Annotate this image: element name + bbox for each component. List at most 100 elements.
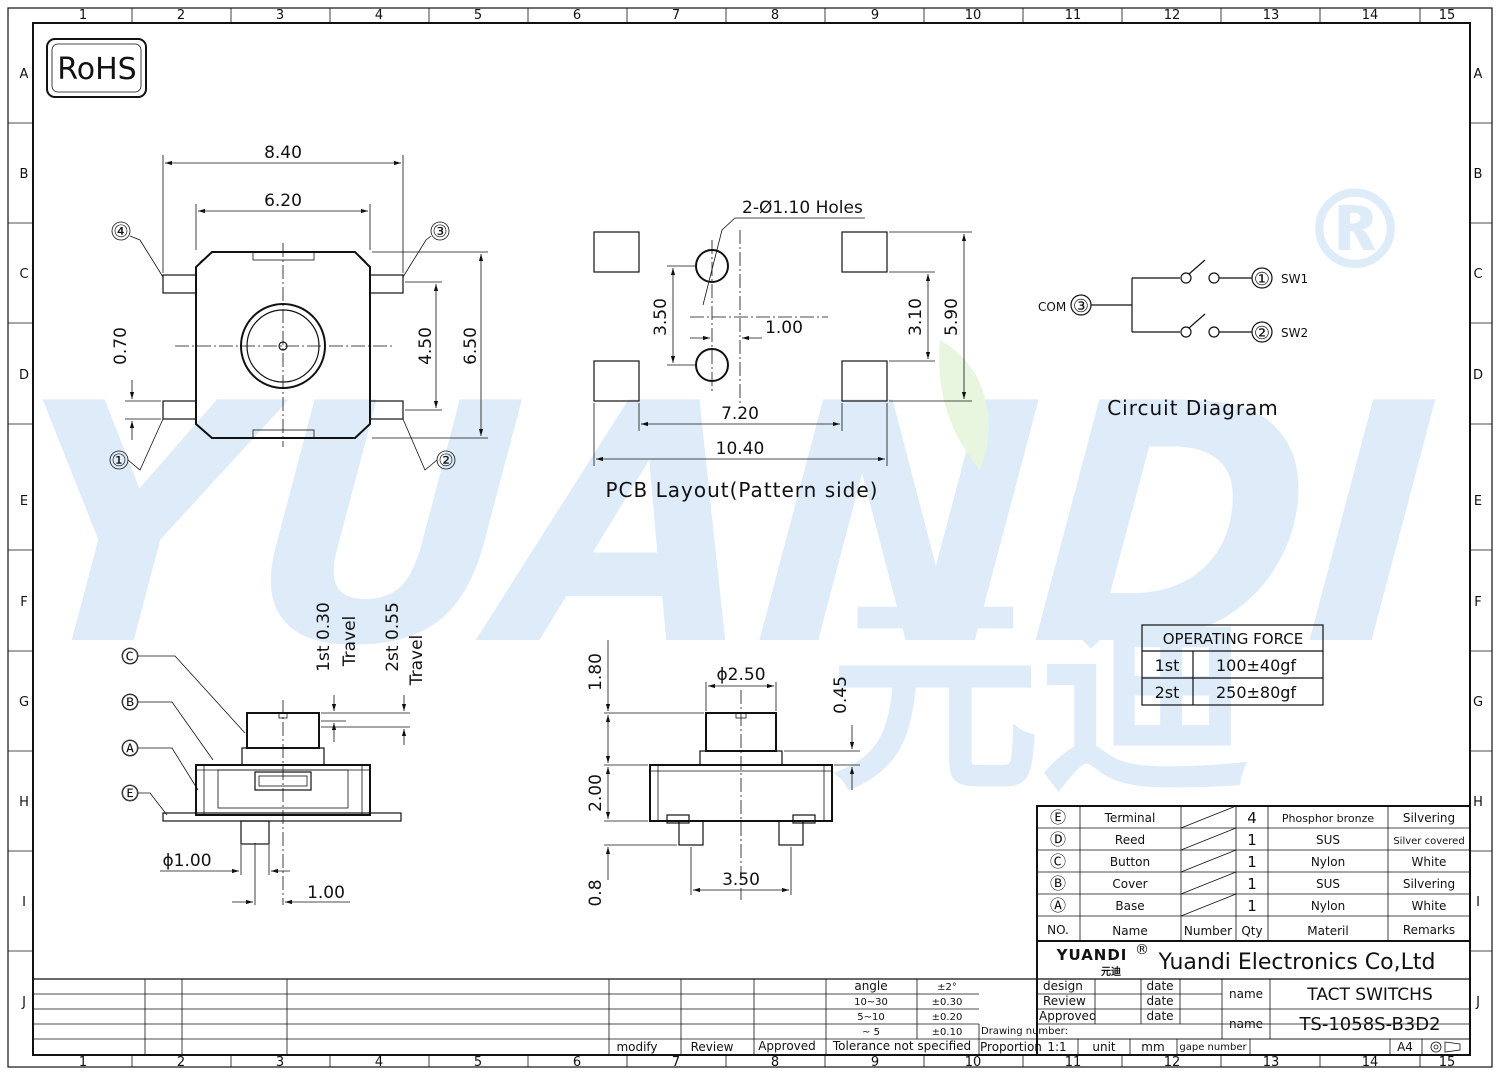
bom-row-name: Cover — [1112, 877, 1147, 891]
dim-pcb-pad-span: 5.90 — [942, 298, 962, 336]
zone-row-left: H — [19, 795, 29, 810]
zone-col-bottom: 1 — [79, 1055, 87, 1070]
force-stage-2: 2st — [1155, 683, 1180, 702]
zone-row-left: C — [19, 267, 28, 282]
title-unit-label: unit — [1092, 1040, 1116, 1054]
pin-callout-3: ③ — [432, 222, 447, 242]
circuit-sw2-label: SW2 — [1281, 326, 1308, 340]
bom-row-name: Terminal — [1104, 811, 1156, 825]
title-name-value-2: TS-1058S-B3D2 — [1298, 1014, 1440, 1035]
callout-b: Ⓑ — [122, 693, 138, 712]
title-name-value-1: TACT SWITCHS — [1306, 985, 1433, 1005]
projection-symbol-icon — [1430, 1041, 1461, 1053]
zone-col-top: 14 — [1362, 8, 1379, 23]
zone-col-bottom: 2 — [177, 1055, 185, 1070]
zone-col-top: 1 — [79, 8, 87, 23]
zone-col-bottom: 8 — [771, 1055, 779, 1070]
bom-row-material: SUS — [1316, 877, 1340, 891]
bom-row-remarks: Silvering — [1403, 811, 1455, 825]
dim-front-pin-pitch: 3.50 — [722, 870, 760, 890]
zone-col-bottom: 13 — [1263, 1055, 1280, 1070]
bom-header-number: Number — [1184, 924, 1232, 938]
zone-row-right: E — [1474, 494, 1482, 509]
dim-front-button-h: 1.80 — [586, 653, 606, 691]
zone-row-left: D — [19, 368, 29, 383]
title-unit-value: mm — [1141, 1040, 1164, 1054]
callout-e: Ⓔ — [122, 784, 138, 803]
tolerance-range: 5~10 — [857, 1012, 884, 1023]
zone-col-bottom: 9 — [871, 1055, 879, 1070]
watermark-registered: ® — [1300, 166, 1410, 294]
travel2-label: Travel — [407, 635, 427, 687]
zone-row-right: H — [1473, 795, 1483, 810]
dim-pcb-outer-x: 10.40 — [716, 439, 765, 459]
zone-row-right: J — [1475, 995, 1480, 1010]
title-drawing-number: Drawing number: — [981, 1026, 1068, 1037]
title-page-number: gape number — [1179, 1042, 1247, 1053]
zone-row-left: A — [20, 67, 29, 82]
circuit-title: Circuit Diagram — [1107, 396, 1279, 420]
revision-review: Review — [691, 1040, 734, 1054]
title-approved: Approved — [1039, 1009, 1097, 1023]
bom-row-material: SUS — [1316, 833, 1340, 847]
force-title: OPERATING FORCE — [1163, 630, 1304, 648]
revision-approved: Approved — [758, 1039, 816, 1053]
zone-row-left: J — [21, 995, 26, 1010]
bom-header-name: Name — [1112, 924, 1147, 938]
zone-row-right: I — [1476, 895, 1480, 910]
title-logo-text: YUANDI — [1056, 946, 1128, 964]
dim-front-body-h: 2.00 — [586, 774, 606, 812]
title-scale: 1:1 — [1047, 1040, 1066, 1054]
pin-callout-1: ① — [111, 451, 126, 471]
circuit-diagram: COM ③ ① SW1 ② SW2 Circuit Diagram — [1038, 259, 1308, 420]
bom-row-remarks: Silver covered — [1393, 836, 1464, 847]
revision-modify: modify — [616, 1040, 657, 1054]
front-view: ϕ2.50 1.80 2.00 0.8 0.45 3.50 — [586, 640, 860, 907]
bom-row-name: Button — [1110, 855, 1150, 869]
zone-row-left: E — [20, 494, 28, 509]
dim-side-peg-dia: ϕ1.00 — [162, 851, 211, 871]
operating-force-table: OPERATING FORCE 1st 100±40gf 2st 250±80g… — [1141, 624, 1324, 706]
bom-row-name: Base — [1115, 899, 1144, 913]
zone-col-bottom: 10 — [965, 1055, 982, 1070]
watermark-leaf — [939, 340, 989, 470]
dim-top-width-outer: 8.40 — [264, 143, 302, 163]
rohs-label: RoHS — [57, 52, 136, 87]
callout-c: Ⓒ — [122, 647, 138, 666]
bom-row-qty: 4 — [1247, 809, 1257, 827]
dim-pcb-pad-gap: 3.10 — [906, 298, 926, 336]
sheet-frame: 1122334455667788991010111112121313141415… — [7, 7, 1493, 1070]
dim-pcb-hole-offset: 1.00 — [765, 318, 803, 338]
zone-col-top: 5 — [474, 8, 482, 23]
tolerance-value: ±0.30 — [932, 997, 963, 1008]
circuit-sw1-label: SW1 — [1281, 272, 1308, 286]
tolerance-value: ±0.20 — [932, 1012, 963, 1023]
zone-row-right: D — [1473, 368, 1483, 383]
zone-col-top: 7 — [672, 8, 680, 23]
bom-row-no: Ⓔ — [1050, 808, 1066, 827]
pcb-layout-title: PCB Layout(Pattern side) — [606, 478, 879, 502]
pin-callout-4: ④ — [113, 222, 128, 242]
zone-col-bottom: 11 — [1065, 1055, 1082, 1070]
watermark: YUANDI 元迪 ® — [0, 166, 1447, 820]
dim-pcb-inner-x: 7.20 — [721, 404, 759, 424]
dim-top-height-outer: 6.50 — [461, 327, 481, 365]
bom-row-no: Ⓑ — [1050, 874, 1066, 893]
zone-row-left: G — [19, 695, 29, 710]
title-name-label-2: name — [1229, 1017, 1263, 1031]
circuit-sw2-pin: ② — [1254, 323, 1270, 344]
bom-header-qty: Qty — [1241, 924, 1262, 938]
title-review: Review — [1043, 994, 1086, 1008]
dim-side-peg-offset: 1.00 — [307, 883, 345, 903]
bom-row-qty: 1 — [1247, 853, 1257, 871]
circuit-com-pin: ③ — [1073, 296, 1089, 317]
tolerance-range: 10~30 — [854, 997, 888, 1008]
zone-col-top: 8 — [771, 8, 779, 23]
watermark-brand: YUANDI — [0, 333, 1447, 718]
bom-row-material: Nylon — [1311, 855, 1345, 869]
circuit-com-label: COM — [1038, 300, 1066, 314]
zone-col-bottom: 7 — [672, 1055, 680, 1070]
zone-col-top: 4 — [375, 8, 383, 23]
zone-col-top: 10 — [965, 8, 982, 23]
